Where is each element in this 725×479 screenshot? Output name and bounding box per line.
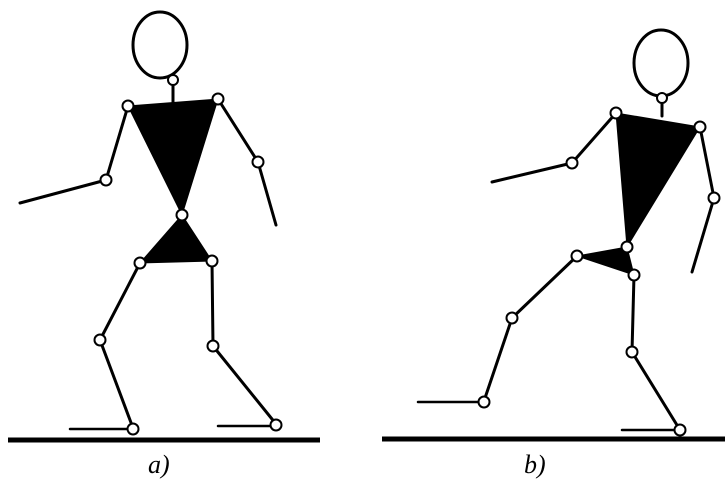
figure-label-b: b) bbox=[524, 450, 546, 479]
hip-right-joint-a bbox=[207, 256, 218, 267]
left-upper-arm-a bbox=[106, 106, 128, 180]
figure-b: b) bbox=[382, 30, 725, 479]
left-thigh-b bbox=[512, 256, 577, 318]
shoulder-left-joint-a bbox=[123, 101, 134, 112]
left-thigh-a bbox=[100, 263, 140, 340]
elbow-right-joint-b bbox=[709, 193, 720, 204]
left-upper-arm-b bbox=[572, 113, 616, 163]
right-thigh-b bbox=[632, 275, 634, 352]
waist-joint-a bbox=[177, 210, 188, 221]
head-b bbox=[634, 30, 688, 96]
elbow-left-joint-a bbox=[101, 175, 112, 186]
hip-left-joint-b bbox=[572, 251, 583, 262]
hip-right-joint-b bbox=[629, 270, 640, 281]
knee-right-joint-b bbox=[627, 347, 638, 358]
ankle-left-joint-b bbox=[479, 397, 490, 408]
right-thigh-a bbox=[212, 261, 213, 346]
right-upper-arm-b bbox=[700, 127, 714, 198]
left-forearm-b bbox=[492, 163, 572, 182]
head-a bbox=[133, 12, 187, 78]
shoulder-right-joint-b bbox=[695, 122, 706, 133]
right-upper-arm-a bbox=[218, 99, 258, 162]
ankle-left-joint-a bbox=[128, 424, 139, 435]
knee-left-joint-b bbox=[507, 313, 518, 324]
right-forearm-b bbox=[692, 198, 714, 272]
upper-torso-b bbox=[616, 113, 700, 247]
right-shin-b bbox=[632, 352, 680, 430]
left-shin-b bbox=[484, 318, 512, 401]
hip-left-joint-a bbox=[135, 258, 146, 269]
figure-a: a) bbox=[8, 12, 320, 479]
ankle-right-joint-b bbox=[675, 425, 686, 436]
ankle-right-joint-a bbox=[271, 420, 282, 431]
right-shin-a bbox=[213, 346, 276, 424]
upper-torso-a bbox=[128, 99, 218, 215]
elbow-right-joint-a bbox=[253, 157, 264, 168]
shoulder-left-joint-b bbox=[611, 108, 622, 119]
figure-label-a: a) bbox=[148, 450, 170, 479]
neck-joint-b bbox=[657, 93, 667, 103]
right-forearm-a bbox=[258, 162, 276, 225]
left-forearm-a bbox=[20, 180, 106, 203]
knee-right-joint-a bbox=[208, 341, 219, 352]
neck-joint-a bbox=[168, 75, 178, 85]
left-shin-a bbox=[100, 340, 133, 428]
shoulder-right-joint-a bbox=[213, 94, 224, 105]
elbow-left-joint-b bbox=[567, 158, 578, 169]
knee-left-joint-a bbox=[95, 335, 106, 346]
pelvis-a bbox=[140, 215, 212, 263]
waist-joint-b bbox=[622, 242, 633, 253]
